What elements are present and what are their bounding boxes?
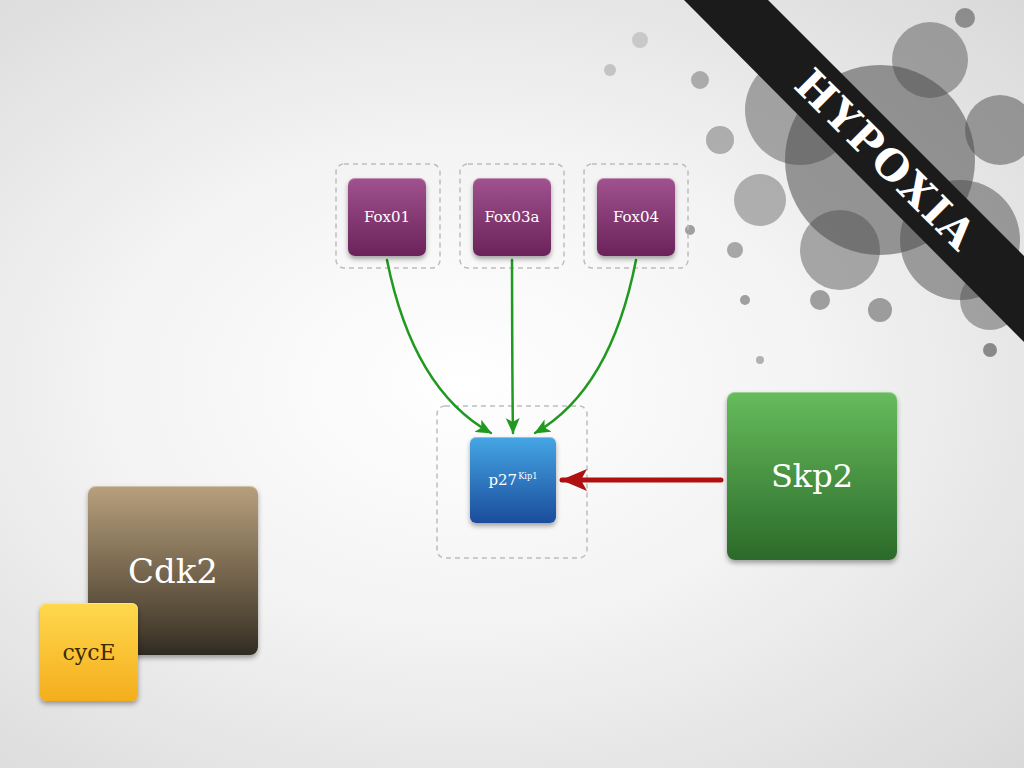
node-label: Cdk2 <box>128 551 218 591</box>
node-label: Fox01 <box>364 208 410 226</box>
transcription-factor-box: Fox01 <box>348 178 426 256</box>
dashed-frames <box>336 164 688 558</box>
node-label: Skp2 <box>771 457 853 495</box>
activation-arrow <box>512 260 513 433</box>
cyclin-box: cycE <box>40 603 138 701</box>
activation-arrow <box>535 260 636 433</box>
superscript-label: Kip1 <box>518 471 537 481</box>
inhibition-arrow <box>562 478 721 483</box>
node-label: p27 <box>488 471 517 489</box>
transcription-factor-box: Fox03a <box>473 178 551 256</box>
inhibitor-box: p27Kip1 <box>470 437 556 523</box>
transcription-factor-box: Fox04 <box>597 178 675 256</box>
node-label: Fox03a <box>484 208 539 226</box>
ribbon-band <box>684 0 1024 342</box>
node-label: cycE <box>62 640 115 665</box>
ligase-box: Skp2 <box>727 392 897 560</box>
activation-arrow <box>387 260 491 433</box>
node-label: Fox04 <box>613 208 659 226</box>
